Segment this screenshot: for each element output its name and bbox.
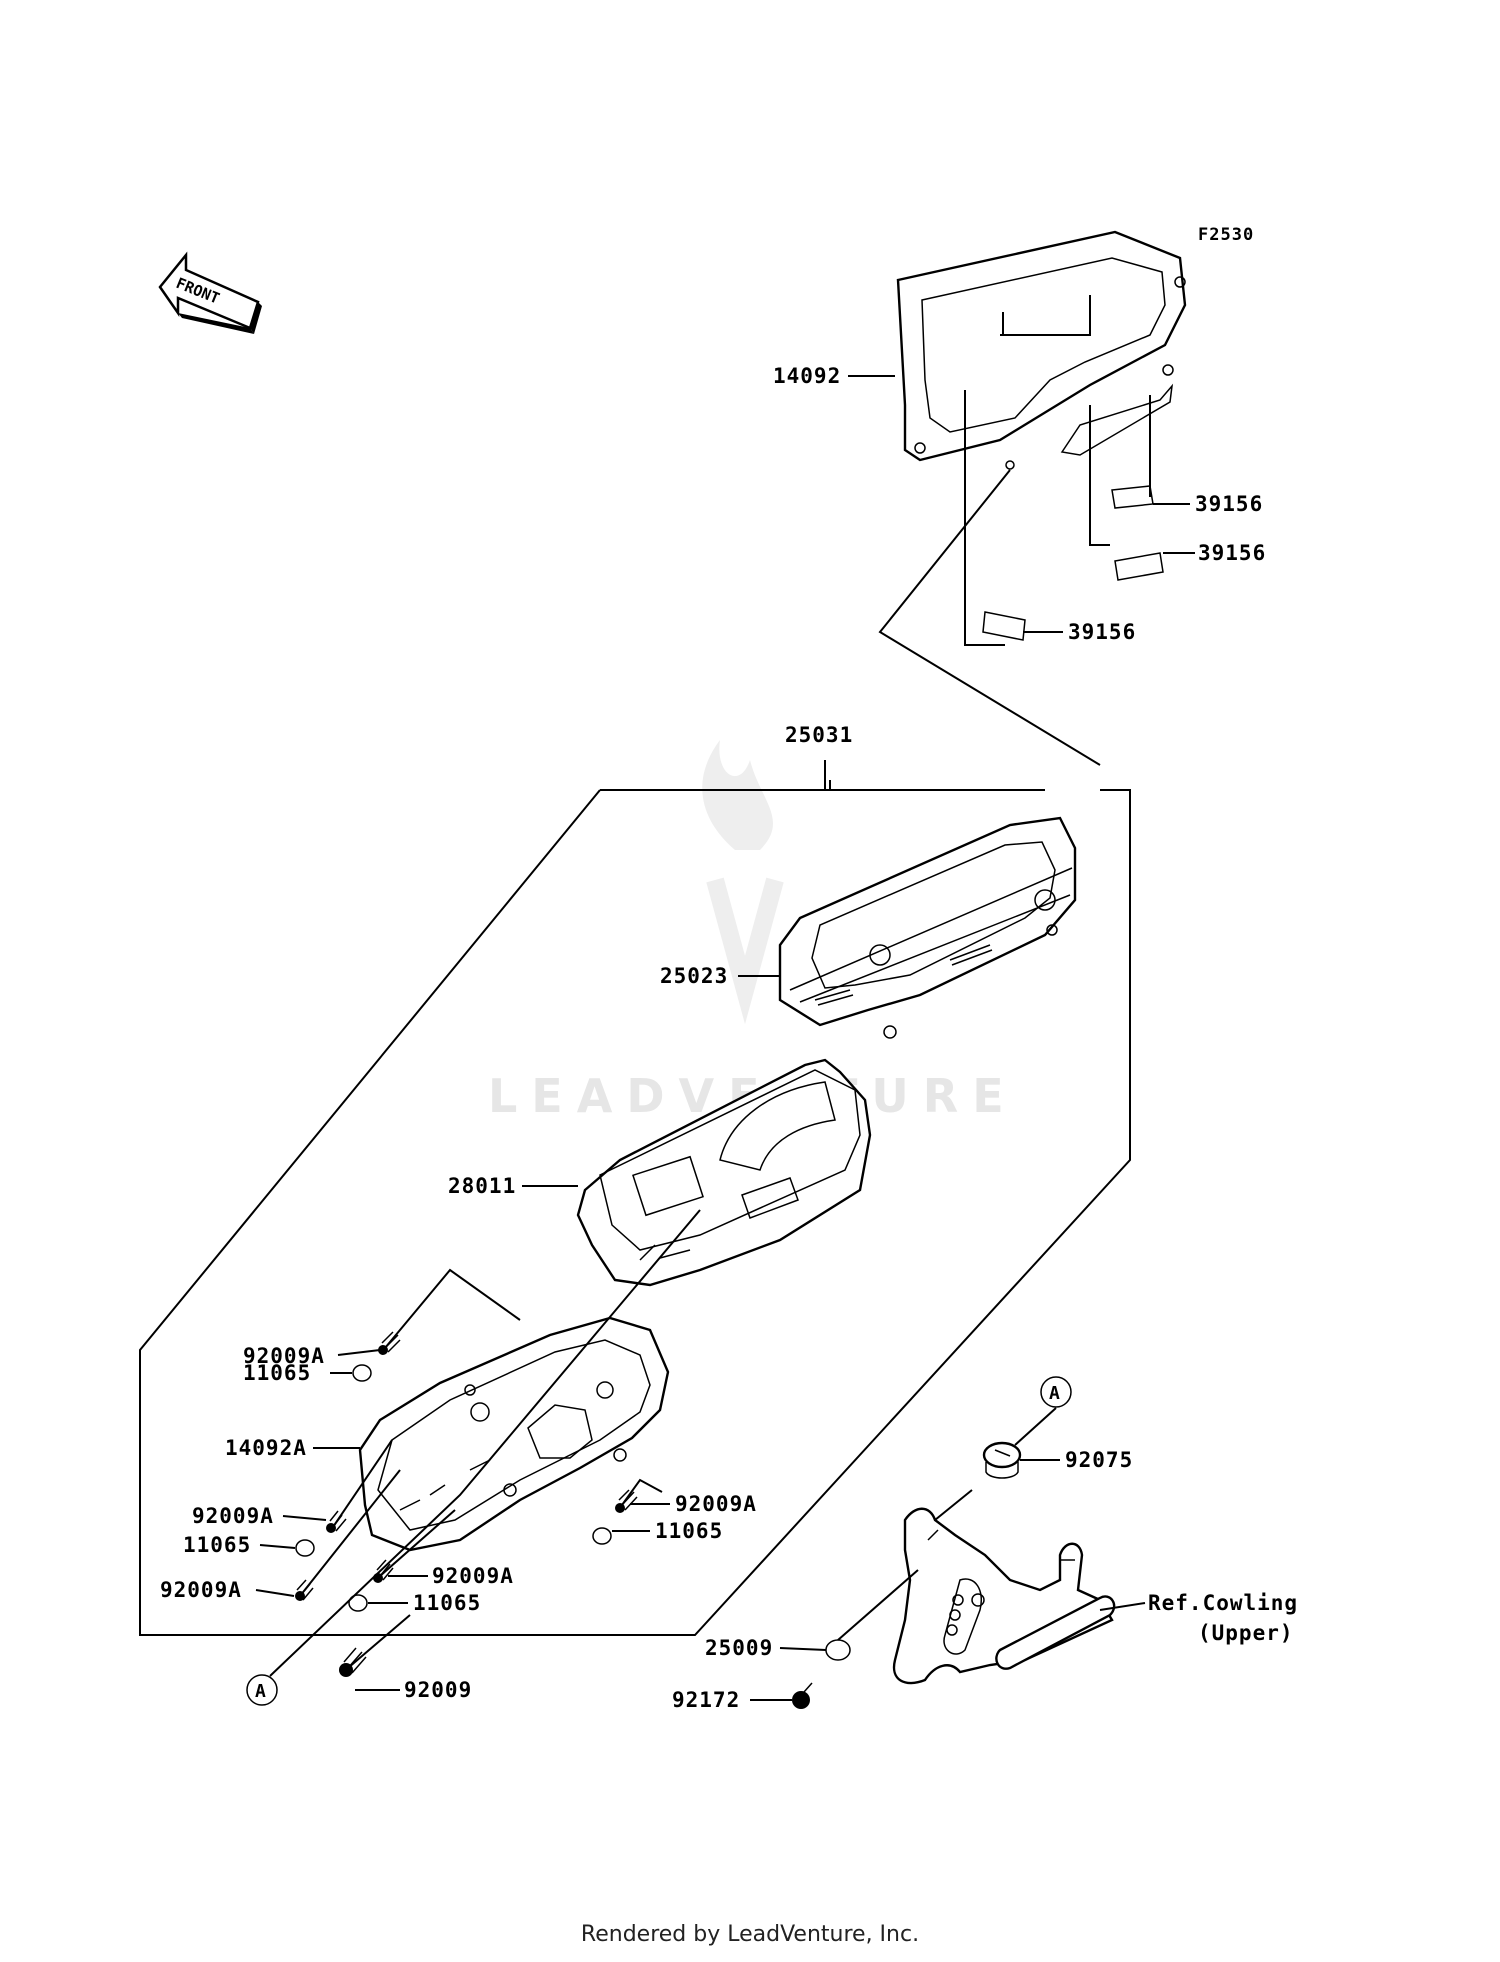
sticker-39156-c xyxy=(982,611,1026,641)
grommet-11065-3 xyxy=(592,1527,612,1545)
grommet-11065-1 xyxy=(352,1364,372,1382)
leader-line xyxy=(259,1544,296,1549)
callout-11065: 11065 xyxy=(413,1591,481,1615)
callout-39156: 39156 xyxy=(1195,492,1263,516)
grommet-11065-2 xyxy=(295,1539,315,1557)
ref-a-circle-upper: A xyxy=(1040,1376,1072,1408)
callout-92009A: 92009A xyxy=(243,1344,325,1368)
callout-14092A: 14092A xyxy=(225,1436,307,1460)
screw-92009A-5 xyxy=(373,1559,394,1583)
leader-line xyxy=(779,1647,827,1651)
callout-11065: 11065 xyxy=(183,1533,251,1557)
callout-92009A: 92009A xyxy=(675,1492,757,1516)
explode-line xyxy=(299,1469,401,1597)
callout-14092: 14092 xyxy=(773,364,841,388)
ref-a-circle-lower: A xyxy=(246,1674,278,1706)
grommet-11065-4 xyxy=(348,1594,368,1612)
meter-cover-14092 xyxy=(896,230,1187,470)
explode-line xyxy=(837,1569,919,1641)
explode-line xyxy=(269,1209,701,1677)
meter-lower-case-14092A xyxy=(358,1316,670,1552)
grommet-25009 xyxy=(825,1639,851,1661)
callout-11065: 11065 xyxy=(243,1361,311,1385)
meter-bracket xyxy=(892,1507,1116,1685)
callout-92075: 92075 xyxy=(1065,1448,1133,1472)
callout-39156: 39156 xyxy=(1068,620,1136,644)
screw-92009A-4 xyxy=(615,1489,638,1513)
callout-92009A: 92009A xyxy=(432,1564,514,1588)
callout-92009A: 92009A xyxy=(192,1504,274,1528)
explode-line xyxy=(379,1509,456,1577)
svg-text:A: A xyxy=(1049,1383,1060,1404)
callout-11065: 11065 xyxy=(655,1519,723,1543)
leader-line xyxy=(1099,1602,1146,1611)
explode-line xyxy=(878,469,1101,766)
callout-25009: 25009 xyxy=(705,1636,773,1660)
meter-unit-28011 xyxy=(576,1058,872,1287)
leader-line xyxy=(255,1589,295,1597)
callout-25031: 25031 xyxy=(785,723,853,747)
assembly-bracket-25031 xyxy=(139,780,1131,1636)
meter-upper-case-25023 xyxy=(778,816,1077,1039)
explode-line xyxy=(1000,295,1091,336)
svg-text:A: A xyxy=(255,1681,266,1702)
callout-ref-cowling-upper: (Upper) xyxy=(1198,1621,1294,1645)
leader-line xyxy=(337,1349,381,1356)
callout-39156: 39156 xyxy=(1198,541,1266,565)
figure-code: F2530 xyxy=(1198,225,1254,245)
leader-line xyxy=(1014,1407,1057,1446)
sticker-39156-b xyxy=(1114,552,1164,581)
explode-line xyxy=(964,390,1005,646)
explode-line xyxy=(1089,405,1110,546)
callout-92172: 92172 xyxy=(672,1688,740,1712)
sticker-39156-a xyxy=(1111,485,1154,509)
leader-line xyxy=(282,1515,327,1521)
explode-line xyxy=(384,1268,521,1349)
explode-line xyxy=(347,1614,411,1669)
callout-25023: 25023 xyxy=(660,964,728,988)
explode-line xyxy=(332,1439,393,1528)
screw-92009 xyxy=(339,1647,367,1677)
callout-ref-cowling: Ref.Cowling xyxy=(1148,1591,1298,1615)
screw-92172 xyxy=(792,1682,813,1709)
grommet-92075 xyxy=(982,1441,1022,1479)
explode-line xyxy=(934,1489,973,1521)
explode-line xyxy=(621,1478,663,1506)
callout-92009: 92009 xyxy=(404,1678,472,1702)
callout-28011: 28011 xyxy=(448,1174,516,1198)
callout-92009A: 92009A xyxy=(160,1578,242,1602)
footer-credit: Rendered by LeadVenture, Inc. xyxy=(580,1922,920,1947)
front-arrow-icon: FRONT xyxy=(158,251,262,334)
